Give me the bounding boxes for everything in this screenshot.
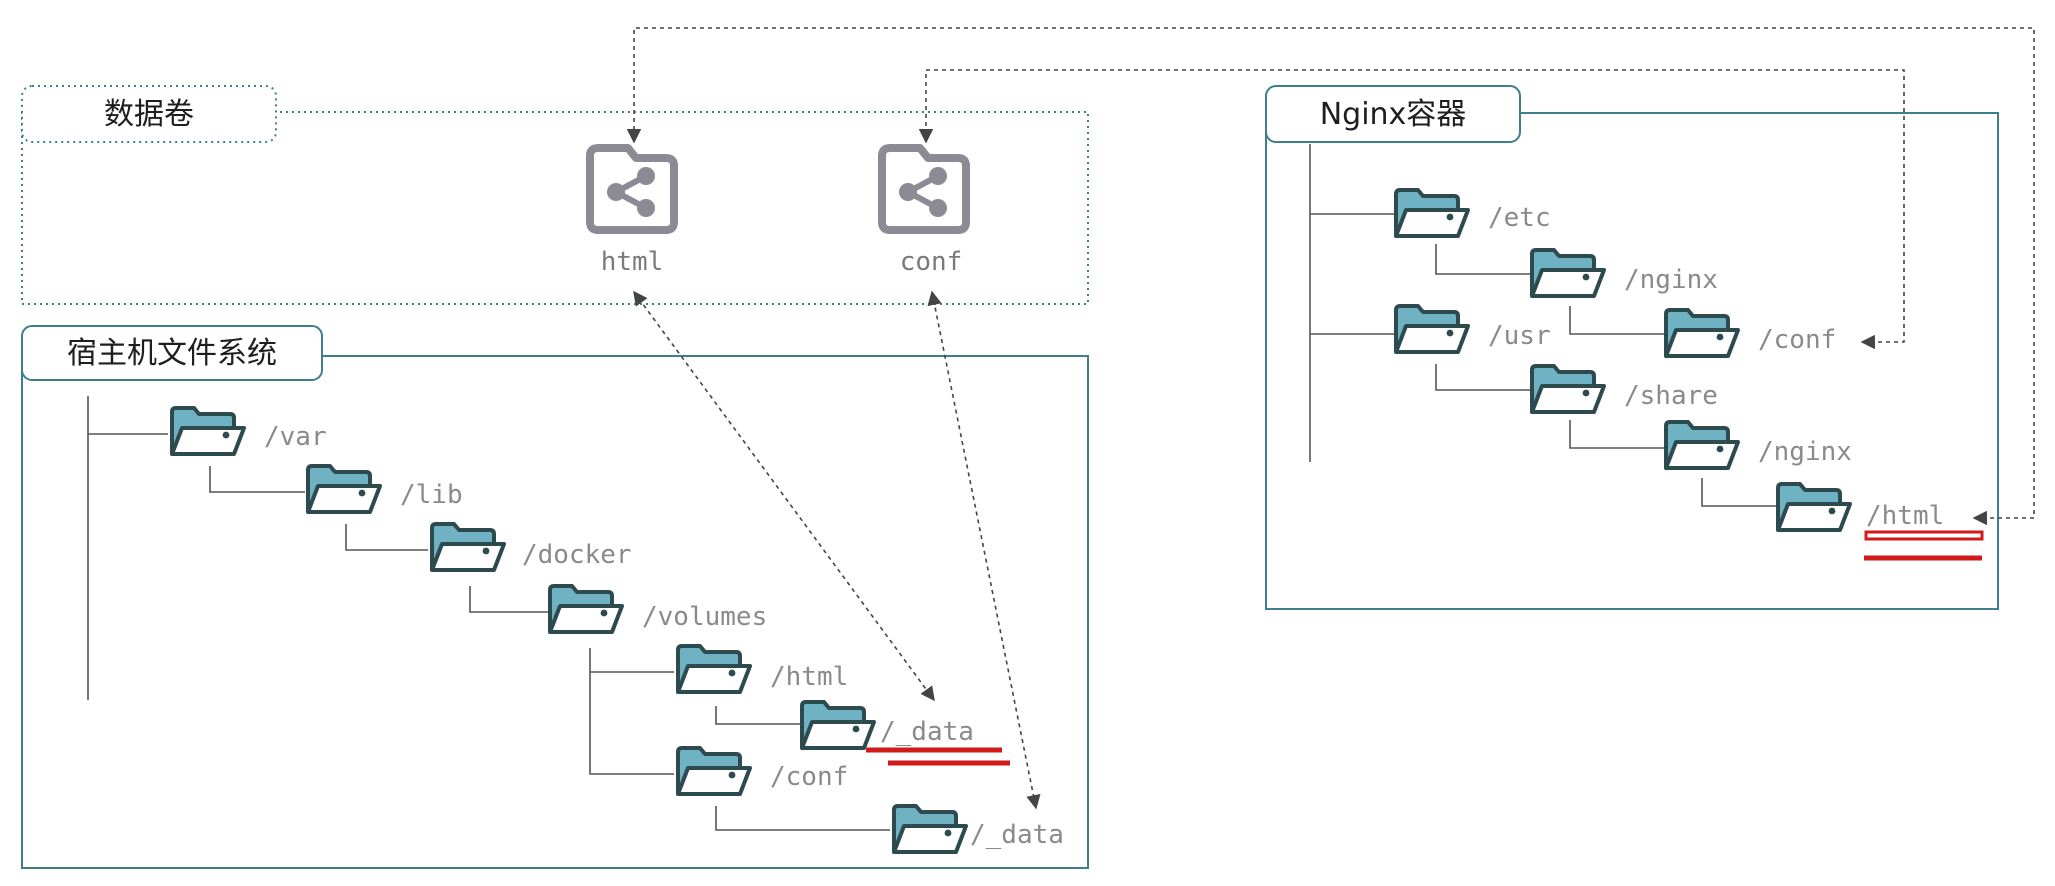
container-path-etc: /etc (1488, 203, 1551, 233)
folder-icon (1664, 308, 1740, 358)
container-path-share: /share (1624, 381, 1718, 411)
host-panel-title: 宿主机文件系统 (67, 336, 277, 371)
container-panel-title: Nginx容器 (1320, 97, 1467, 132)
folder-icon (1776, 482, 1852, 532)
container-path-conf: /conf (1758, 325, 1836, 355)
volume-label-html: html (601, 247, 664, 277)
folder-icon (1394, 304, 1470, 354)
container-path-share-nginx: /nginx (1758, 437, 1852, 467)
folder-icon (430, 522, 506, 572)
host-path-conf-data: /_data (970, 820, 1064, 850)
host-filesystem-panel: 宿主机文件系统 /var /lib /docker /volumes /html… (21, 325, 1089, 869)
highlight-underline (1864, 530, 1984, 561)
folder-icon (306, 464, 382, 514)
host-path-html: /html (770, 662, 848, 692)
folder-icon (1664, 420, 1740, 470)
container-panel-border (1265, 112, 1999, 610)
volumes-panel-title-box (21, 85, 277, 143)
shared-folder-icon (882, 148, 966, 230)
folder-icon (676, 644, 752, 694)
host-path-var: /var (264, 422, 327, 452)
host-tree-lines (87, 396, 890, 831)
container-path-etc-nginx: /nginx (1624, 265, 1718, 295)
container-path-usr: /usr (1488, 321, 1551, 351)
folder-icon (1394, 188, 1470, 238)
host-path-conf: /conf (770, 762, 848, 792)
volumes-panel-border (21, 111, 1089, 305)
host-panel-title-box (21, 325, 323, 381)
folder-icon (548, 584, 624, 634)
volumes-panel-title: 数据卷 (104, 97, 194, 132)
host-path-lib: /lib (400, 480, 463, 510)
folder-icon (1530, 248, 1606, 298)
host-path-volumes: /volumes (642, 602, 767, 632)
container-path-html: /html (1866, 501, 1944, 531)
connector-conf-volume (918, 69, 1905, 350)
host-panel-border (21, 355, 1089, 869)
folder-icon (800, 700, 876, 750)
volume-label-conf: conf (900, 247, 963, 277)
folder-icon (676, 746, 752, 796)
host-path-html-data: /_data (880, 717, 974, 747)
shared-folder-icon (590, 148, 674, 230)
host-path-docker: /docker (522, 540, 632, 570)
folder-icon (1530, 364, 1606, 414)
highlight-underline (866, 747, 1010, 766)
volumes-panel: 数据卷 html conf (21, 85, 1089, 305)
folder-icon (892, 804, 968, 854)
mount-connectors (626, 27, 2035, 810)
folder-icon (170, 406, 246, 456)
nginx-container-panel: Nginx容器 /etc /nginx /conf /usr /share /n… (1265, 85, 1999, 610)
connector-html-volume (626, 27, 2035, 526)
connector-html-host (633, 290, 935, 702)
